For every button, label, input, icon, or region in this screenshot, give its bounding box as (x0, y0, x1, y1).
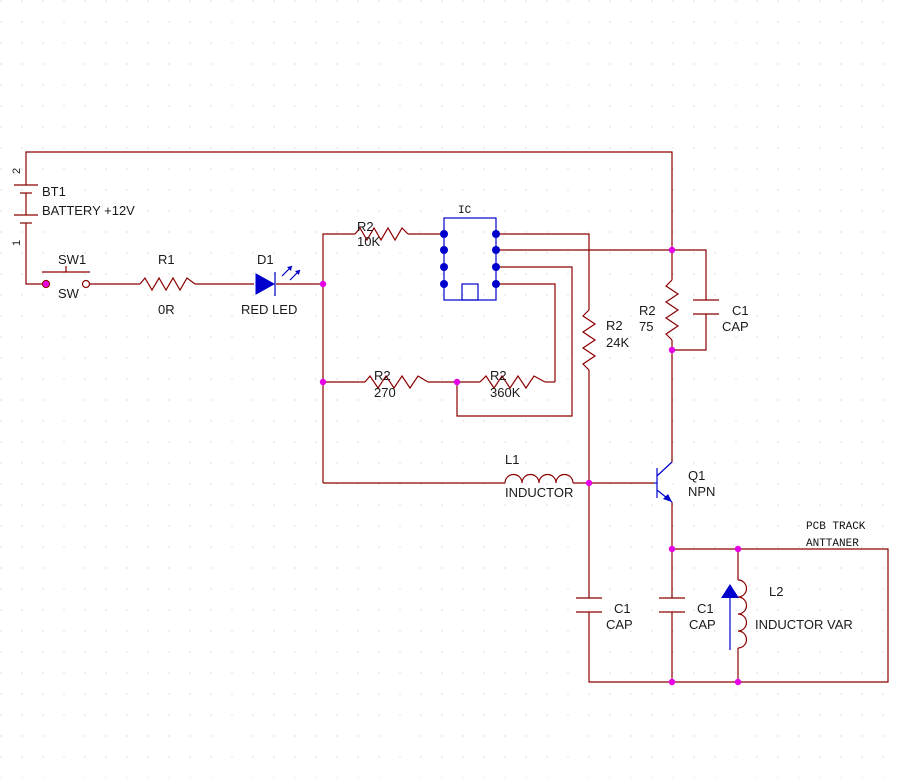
led-value: RED LED (241, 302, 297, 317)
led-ref: D1 (257, 252, 274, 267)
battery-pin-top: 2 (11, 168, 23, 174)
r75-value: 75 (639, 319, 653, 334)
ic-label: IC (458, 205, 472, 217)
resistor-10k: R2 10K (354, 219, 409, 249)
capacitor-top: C1 CAP (693, 299, 749, 334)
q1-ref: Q1 (688, 468, 705, 483)
r10k-ref: R2 (357, 219, 374, 234)
antenna-line1: PCB TRACK (806, 521, 866, 533)
capacitor-bottom-left: C1 CAP (576, 597, 633, 632)
antenna-label: PCB TRACK ANTTANER (806, 521, 866, 550)
inductor-l1: L1 INDUCTOR (504, 452, 574, 500)
r1-ref: R1 (158, 252, 175, 267)
resistor-r1: R1 0R (139, 252, 196, 317)
r24k-value: 24K (606, 335, 629, 350)
r75-ref: R2 (639, 303, 656, 318)
led-d1: D1 RED LED (241, 252, 301, 317)
c-bl-value: CAP (606, 617, 633, 632)
battery-bt1: 2 1 BT1 BATTERY +12V (11, 168, 135, 246)
resistor-270: R2 270 (364, 368, 429, 400)
switch-ref: SW1 (58, 252, 86, 267)
c-top-value: CAP (722, 319, 749, 334)
r24k-ref: R2 (606, 318, 623, 333)
junctions (43, 246, 742, 686)
c-top-ref: C1 (732, 303, 749, 318)
battery-value: BATTERY +12V (42, 203, 135, 218)
battery-ref: BT1 (42, 184, 66, 199)
wires (25, 151, 889, 683)
l2-value: INDUCTOR VAR (755, 617, 853, 632)
resistor-360k: R2 360K (479, 368, 546, 400)
antenna-line2: ANTTANER (806, 538, 859, 550)
r1-value: 0R (158, 302, 175, 317)
transistor-q1: Q1 NPN (654, 461, 715, 503)
switch-value: SW (58, 286, 80, 301)
l1-value: INDUCTOR (505, 485, 573, 500)
ic-pins (440, 230, 500, 288)
capacitor-bottom-mid: C1 CAP (659, 597, 716, 632)
c-bl-ref: C1 (614, 601, 631, 616)
inductor-l2-variable: L2 INDUCTOR VAR (721, 579, 853, 650)
r360k-ref: R2 (490, 368, 507, 383)
battery-pin-bottom: 1 (11, 240, 23, 246)
q1-value: NPN (688, 484, 715, 499)
c-bm-value: CAP (689, 617, 716, 632)
r10k-value: 10K (357, 234, 380, 249)
r270-value: 270 (374, 385, 396, 400)
resistor-75: R2 75 (639, 279, 680, 341)
l1-ref: L1 (505, 452, 519, 467)
switch-sw1: SW1 SW (41, 252, 91, 301)
l2-ref: L2 (769, 584, 783, 599)
ic-chip: IC (440, 205, 500, 301)
resistor-24k: R2 24K (581, 309, 629, 371)
r270-ref: R2 (374, 368, 391, 383)
c-bm-ref: C1 (697, 601, 714, 616)
r360k-value: 360K (490, 385, 521, 400)
